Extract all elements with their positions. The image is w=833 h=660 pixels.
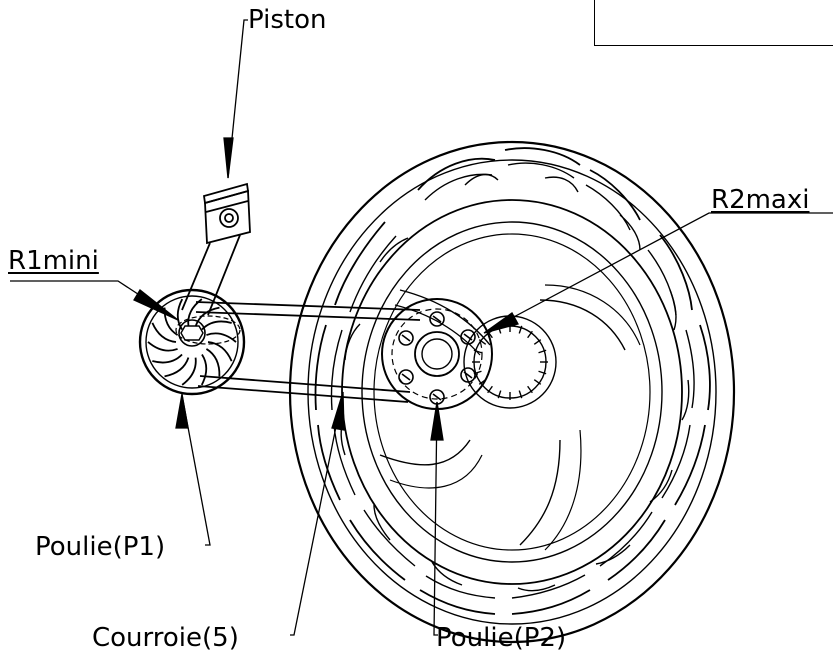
- gear-tooth: [518, 325, 523, 334]
- arrow-courroie: [331, 391, 345, 431]
- fan-blade: [151, 322, 177, 343]
- gear-tooth: [527, 385, 533, 394]
- label-poulie-p1: Poulie(P1): [35, 532, 166, 562]
- title-block-frame: [594, 0, 833, 46]
- arrow-r1mini: [133, 289, 179, 321]
- fan-blade: [181, 357, 197, 386]
- label-r2maxi: R2maxi: [711, 185, 810, 215]
- fan-blade: [201, 320, 232, 331]
- piston-assembly: [181, 182, 251, 316]
- gear-tooth: [478, 339, 487, 345]
- gear-tooth: [527, 330, 533, 339]
- gear-tooth: [538, 349, 547, 354]
- label-poulie-p2: Poulie(P2): [436, 623, 567, 653]
- gear-tooth: [538, 370, 547, 375]
- fan-blade: [200, 354, 208, 386]
- fan-blade: [152, 353, 183, 364]
- arrow-r2maxi: [483, 312, 519, 334]
- leader-lines: [10, 19, 833, 636]
- fan-blade: [207, 341, 233, 362]
- arrow-p1: [175, 393, 189, 429]
- leader-courroie: [290, 391, 344, 636]
- pulley-p1: [138, 288, 246, 396]
- gear-tooth: [518, 390, 523, 399]
- gear: [463, 315, 557, 409]
- gear-tooth: [473, 349, 482, 354]
- fan-blade: [147, 341, 178, 352]
- fan-blade: [187, 298, 203, 327]
- fan-blade: [206, 332, 237, 343]
- gear-tooth: [533, 339, 542, 345]
- fan-blade: [194, 306, 220, 327]
- leader-r2maxi: [494, 212, 833, 328]
- leader-p1: [181, 394, 211, 546]
- label-piston: Piston: [248, 5, 327, 35]
- label-courroie: Courroie(5): [92, 623, 239, 653]
- gear-tooth: [533, 379, 542, 385]
- belt: [195, 301, 421, 403]
- leader-p2: [433, 401, 438, 636]
- tire-tread: [314, 147, 711, 615]
- gear-tooth: [487, 385, 493, 394]
- leader-piston: [227, 19, 248, 179]
- arrow-piston: [223, 137, 234, 179]
- gear-tooth: [497, 390, 502, 399]
- wheel: [288, 140, 736, 644]
- label-r1mini: R1mini: [8, 246, 99, 276]
- fan-blade: [164, 357, 190, 378]
- arrow-p2: [430, 401, 444, 441]
- fan-blade: [205, 348, 221, 377]
